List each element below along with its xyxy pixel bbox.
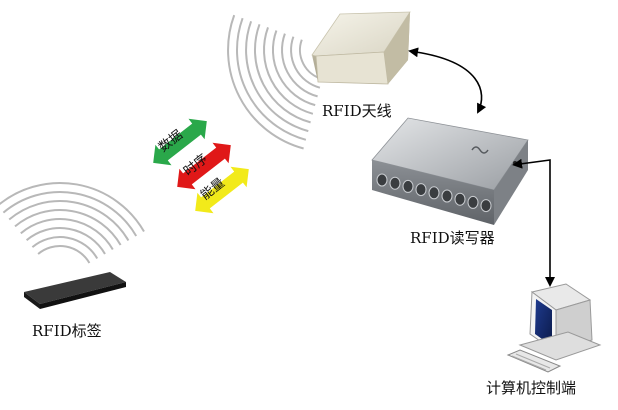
reader-port <box>376 173 388 187</box>
computer-icon <box>506 283 602 373</box>
wave-arc <box>281 33 318 98</box>
reader-port <box>389 176 401 190</box>
reader-port <box>467 195 479 209</box>
reader-port <box>428 186 440 200</box>
wave-arc <box>20 218 114 251</box>
reader-port <box>402 179 414 193</box>
tag-label: RFID标签 <box>32 322 102 340</box>
reader-icon <box>371 117 529 225</box>
wave-arc <box>253 23 311 124</box>
energy-arrow <box>195 166 249 214</box>
wave-arc <box>0 182 145 233</box>
wave-arc <box>31 236 99 260</box>
wave-arc <box>37 245 91 264</box>
wave-arc <box>2 190 138 237</box>
reader-label: RFID读写器 <box>410 229 495 247</box>
wave-arc <box>14 209 122 246</box>
wave-arc <box>263 27 314 115</box>
wave-arc <box>8 200 130 242</box>
wave-arc <box>227 14 304 150</box>
reader-port <box>454 192 466 206</box>
wave-arc <box>290 36 321 89</box>
wave-arc <box>25 227 106 255</box>
antenna-icon <box>311 11 411 85</box>
wave-arc <box>271 30 316 107</box>
reader-port <box>441 189 453 203</box>
reader-port <box>415 183 427 197</box>
rfid-tag-icon <box>24 272 126 309</box>
wave-arc <box>245 20 309 133</box>
wave-arc <box>236 17 307 141</box>
antenna-reader-link <box>408 47 487 114</box>
radio-wave-icon <box>0 14 323 264</box>
antenna-label: RFID天线 <box>322 102 392 120</box>
computer-label: 计算机控制端 <box>486 379 577 397</box>
data-arrow <box>153 118 207 166</box>
timing-arrow <box>177 142 231 190</box>
reader-port <box>480 199 492 213</box>
reader-computer-link <box>512 158 555 287</box>
